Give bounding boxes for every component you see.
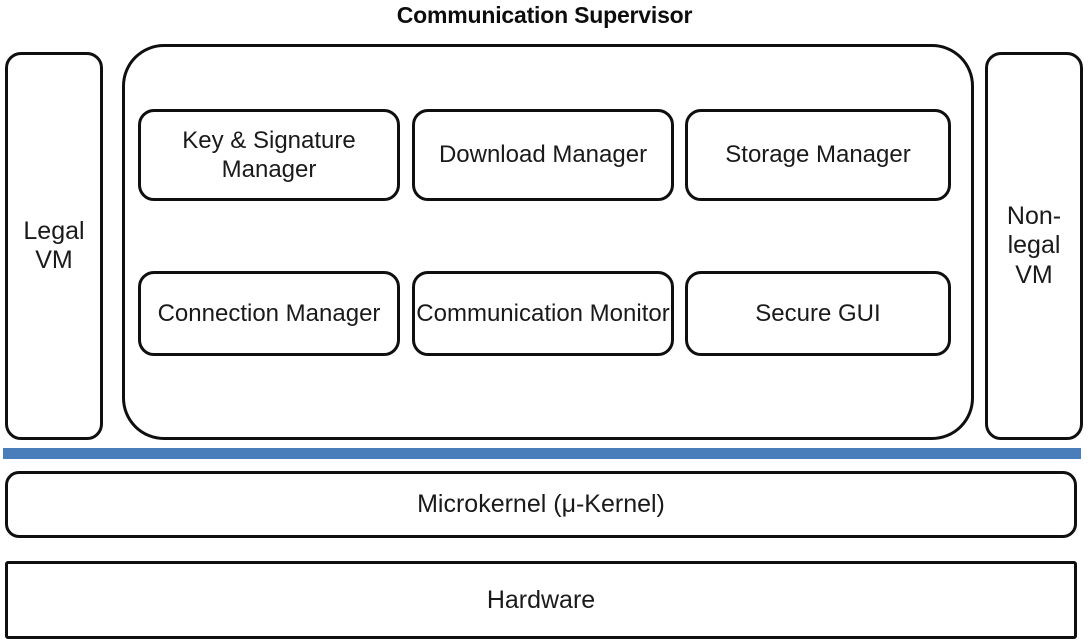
module-secure-gui[interactable]: Secure GUI bbox=[685, 271, 951, 356]
page-title: Communication Supervisor bbox=[396, 2, 693, 28]
module-label: Connection Manager bbox=[157, 299, 381, 327]
module-communication-monitor[interactable]: Communication Monitor bbox=[412, 271, 674, 356]
module-key-signature-manager[interactable]: Key & Signature Manager bbox=[138, 109, 400, 201]
communication-supervisor-container[interactable] bbox=[122, 44, 974, 440]
module-label: Secure GUI bbox=[755, 299, 881, 327]
non-legal-vm-box[interactable]: Non- legal VM bbox=[985, 52, 1083, 440]
module-label: Communication Monitor bbox=[416, 299, 670, 327]
module-connection-manager[interactable]: Connection Manager bbox=[138, 271, 400, 356]
non-legal-vm-label: Non- legal VM bbox=[1007, 202, 1061, 291]
legal-vm-label: Legal VM bbox=[23, 217, 84, 276]
module-label: Storage Manager bbox=[725, 141, 911, 169]
legal-vm-label-line-2: VM bbox=[35, 246, 73, 274]
module-label: Key & Signature Manager bbox=[182, 126, 356, 183]
non-legal-vm-label-line-1: Non- bbox=[1006, 201, 1062, 230]
non-legal-vm-label-line-2: legal bbox=[1007, 231, 1061, 260]
legal-vm-label-line-1: Legal bbox=[23, 216, 85, 245]
legal-vm-box[interactable]: Legal VM bbox=[5, 52, 103, 440]
privilege-boundary-separator bbox=[3, 448, 1081, 459]
module-download-manager[interactable]: Download Manager bbox=[412, 109, 674, 201]
non-legal-vm-label-line-3: VM bbox=[1015, 260, 1053, 289]
microkernel-layer[interactable]: Microkernel (μ-Kernel) bbox=[5, 471, 1077, 538]
microkernel-label: Microkernel (μ-Kernel) bbox=[417, 490, 665, 518]
module-storage-manager[interactable]: Storage Manager bbox=[685, 109, 951, 201]
hardware-layer[interactable]: Hardware bbox=[5, 561, 1077, 639]
hardware-label: Hardware bbox=[486, 585, 596, 614]
module-label: Download Manager bbox=[438, 141, 648, 169]
